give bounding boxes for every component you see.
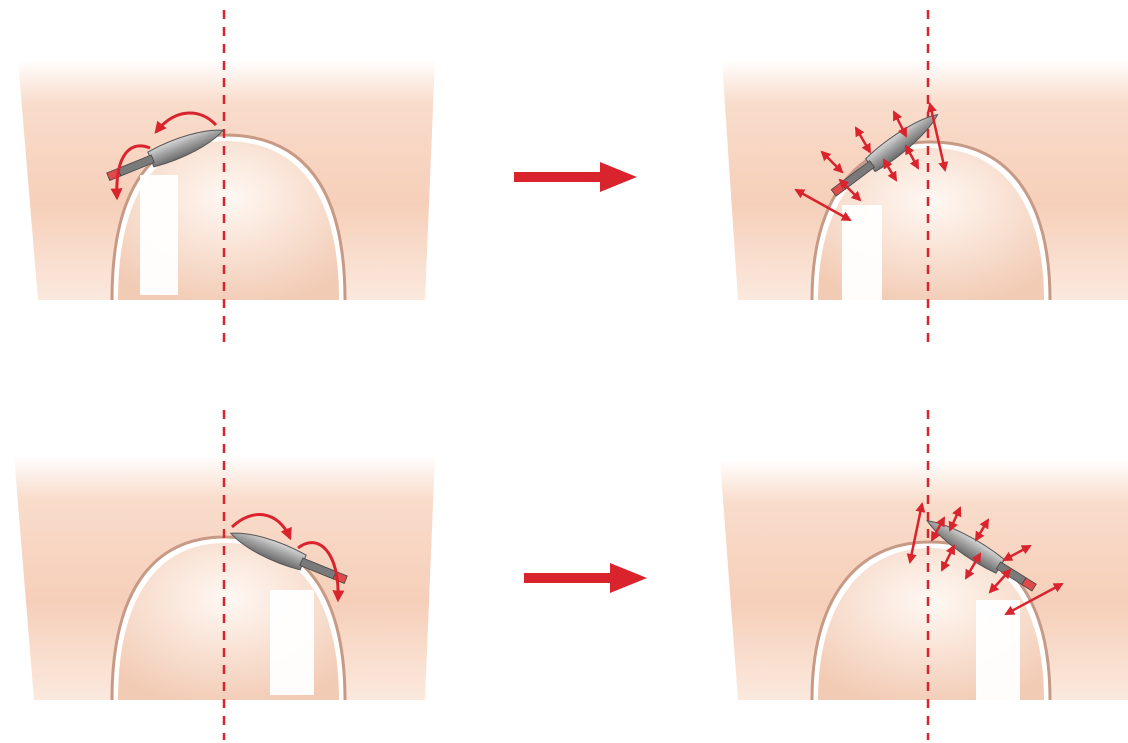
red-arrow-icon (524, 563, 647, 593)
interdental-gap (140, 175, 178, 295)
interdental-gap (270, 590, 314, 695)
panel-bottom-right (720, 410, 1128, 740)
panel-top-left (18, 10, 435, 342)
panel-top-right (722, 10, 1128, 345)
panel-bottom-left (14, 410, 435, 740)
red-arrow-icon (514, 162, 637, 192)
interdental-gap (976, 600, 1020, 700)
